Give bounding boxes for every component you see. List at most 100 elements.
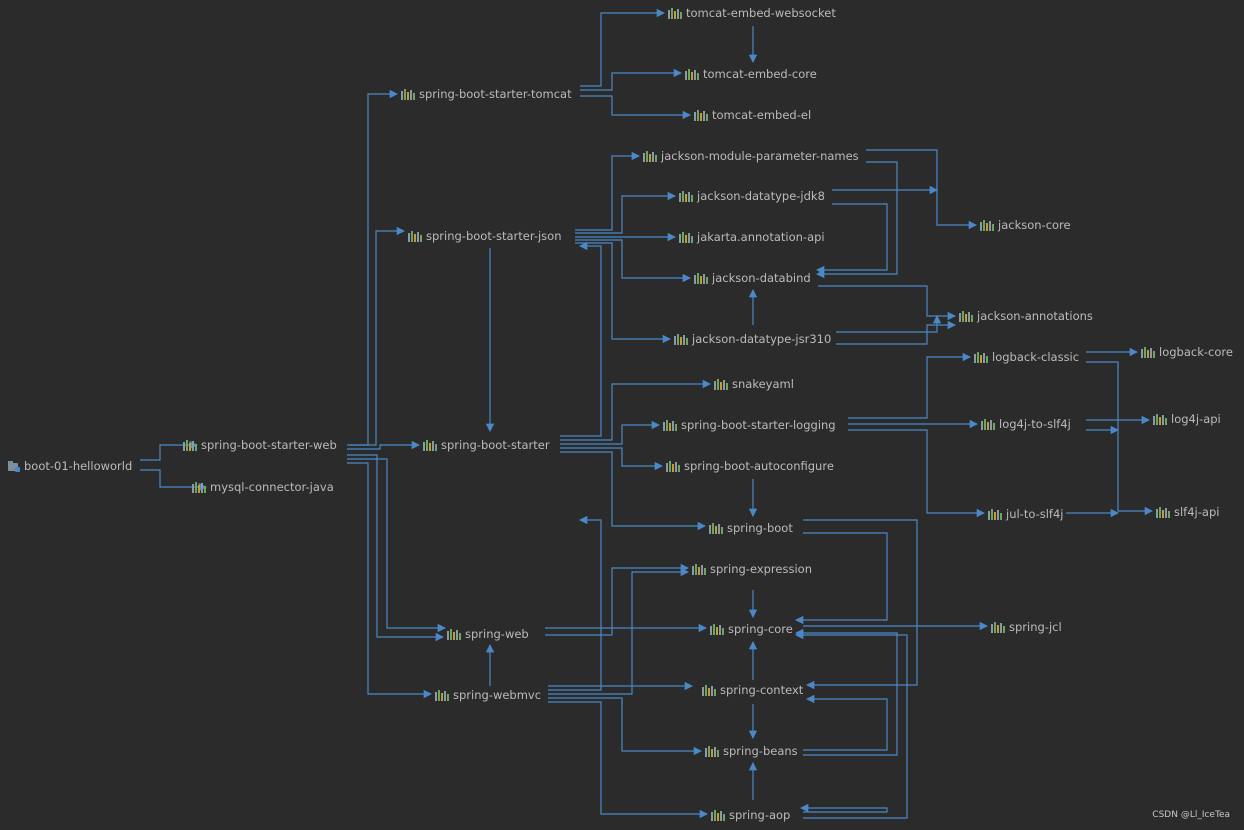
node-log4j-api[interactable]: log4j-api bbox=[1153, 412, 1221, 426]
jar-icon bbox=[447, 628, 461, 640]
jar-icon bbox=[702, 684, 716, 696]
node-label: spring-beans bbox=[723, 744, 798, 758]
node-spring-aop[interactable]: spring-aop bbox=[711, 808, 790, 822]
jar-icon bbox=[980, 219, 994, 231]
node-label: jakarta.annotation-api bbox=[697, 230, 825, 244]
watermark: CSDN @Ll_IceTea bbox=[1152, 810, 1230, 820]
node-label: jackson-module-parameter-names bbox=[661, 149, 859, 163]
node-label: logback-classic bbox=[992, 350, 1080, 364]
node-spring-core[interactable]: spring-core bbox=[710, 622, 793, 636]
jar-icon bbox=[685, 68, 699, 80]
jar-icon bbox=[709, 522, 723, 534]
jar-icon bbox=[643, 150, 657, 162]
node-label: slf4j-api bbox=[1174, 505, 1220, 519]
dependency-edge bbox=[818, 285, 957, 321]
node-logback-classic[interactable]: logback-classic bbox=[974, 350, 1079, 364]
dependency-edge bbox=[575, 191, 677, 234]
dependency-edge bbox=[836, 314, 942, 333]
dependency-edge bbox=[580, 68, 683, 91]
node-tomcat-embed-websocket[interactable]: tomcat-embed-websocket bbox=[668, 6, 836, 20]
node-label: spring-boot-starter-json bbox=[426, 229, 562, 243]
node-spring-boot-autoconfigure[interactable]: spring-boot-autoconfigure bbox=[666, 459, 834, 473]
node-jackson-annotations[interactable]: jackson-annotations bbox=[959, 309, 1093, 323]
node-logback-core[interactable]: logback-core bbox=[1141, 345, 1233, 359]
root-module[interactable]: boot-01-helloworld bbox=[8, 459, 132, 473]
node-spring-web[interactable]: spring-web bbox=[447, 627, 529, 641]
node-label: snakeyaml bbox=[732, 377, 794, 391]
jar-icon bbox=[959, 310, 973, 322]
node-spring-boot-starter-logging[interactable]: spring-boot-starter-logging bbox=[663, 418, 836, 432]
jar-icon bbox=[679, 190, 693, 202]
jar-icon bbox=[1156, 506, 1170, 518]
node-spring-boot-starter[interactable]: spring-boot-starter bbox=[423, 438, 550, 452]
jar-icon bbox=[988, 508, 1002, 520]
node-label: boot-01-helloworld bbox=[24, 459, 133, 473]
node-jackson-datatype-jsr310[interactable]: jackson-datatype-jsr310 bbox=[674, 332, 831, 346]
node-jackson-core[interactable]: jackson-core bbox=[980, 218, 1071, 232]
dependency-edge bbox=[815, 203, 888, 275]
jar-icon bbox=[679, 231, 693, 243]
jar-icon bbox=[435, 689, 449, 701]
dependency-edge bbox=[575, 151, 641, 231]
jar-icon bbox=[183, 439, 197, 451]
node-label: tomcat-embed-core bbox=[703, 67, 817, 81]
node-jackson-databind[interactable]: jackson-databind bbox=[694, 271, 811, 285]
jar-icon bbox=[423, 439, 437, 451]
jar-icon bbox=[401, 88, 415, 100]
dependency-edge bbox=[560, 241, 602, 437]
dependency-edge bbox=[140, 440, 199, 461]
node-tomcat-embed-el[interactable]: tomcat-embed-el bbox=[694, 108, 811, 122]
jar-icon bbox=[991, 621, 1005, 633]
node-snakeyaml[interactable]: snakeyaml bbox=[714, 377, 794, 391]
node-spring-webmvc[interactable]: spring-webmvc bbox=[435, 688, 541, 702]
jar-icon bbox=[981, 418, 995, 430]
node-spring-boot-starter-tomcat[interactable]: spring-boot-starter-tomcat bbox=[401, 87, 572, 101]
jar-icon bbox=[694, 109, 708, 121]
dependency-edge bbox=[347, 440, 421, 450]
node-jackson-module-parameter-names[interactable]: jackson-module-parameter-names bbox=[643, 149, 859, 163]
dependency-edge bbox=[815, 161, 898, 279]
node-label: spring-web bbox=[465, 627, 529, 641]
dependency-edge bbox=[560, 451, 707, 531]
node-label: mysql-connector-java bbox=[210, 480, 334, 494]
dependency-edge bbox=[548, 515, 602, 691]
jar-icon bbox=[705, 745, 719, 757]
jar-icon bbox=[1153, 413, 1167, 425]
node-label: tomcat-embed-websocket bbox=[686, 6, 836, 20]
node-spring-expression[interactable]: spring-expression bbox=[692, 562, 812, 576]
node-tomcat-embed-core[interactable]: tomcat-embed-core bbox=[685, 67, 817, 81]
dependency-edge bbox=[794, 532, 888, 625]
node-label: spring-boot-starter-web bbox=[201, 438, 337, 452]
node-spring-beans[interactable]: spring-beans bbox=[705, 744, 798, 758]
node-spring-boot-starter-web[interactable]: spring-boot-starter-web bbox=[183, 438, 337, 452]
jar-icon bbox=[674, 333, 688, 345]
dependency-edge bbox=[140, 469, 208, 492]
dependency-edge bbox=[575, 242, 672, 344]
node-spring-context[interactable]: spring-context bbox=[702, 683, 803, 697]
node-label: spring-boot-autoconfigure bbox=[684, 459, 834, 473]
dependency-edge bbox=[560, 447, 664, 471]
node-label: jackson-databind bbox=[712, 271, 811, 285]
dependency-edge bbox=[848, 429, 986, 518]
jar-icon bbox=[192, 481, 206, 493]
dependency-edge bbox=[575, 239, 692, 283]
dependency-edge bbox=[545, 563, 690, 636]
dependency-edge bbox=[347, 462, 433, 699]
jar-icon bbox=[666, 460, 680, 472]
node-jakarta-annotation-api[interactable]: jakarta.annotation-api bbox=[679, 230, 825, 244]
node-label: jackson-core bbox=[998, 218, 1071, 232]
node-spring-jcl[interactable]: spring-jcl bbox=[991, 620, 1062, 634]
node-jackson-datatype-jdk8[interactable]: jackson-datatype-jdk8 bbox=[679, 189, 825, 203]
dependency-edge bbox=[866, 149, 978, 230]
node-spring-boot-starter-json[interactable]: spring-boot-starter-json bbox=[408, 229, 562, 243]
dependency-edge bbox=[580, 8, 666, 87]
jar-icon bbox=[668, 7, 682, 19]
node-mysql-connector-java[interactable]: mysql-connector-java bbox=[192, 480, 334, 494]
jar-icon bbox=[663, 419, 677, 431]
node-slf4j-api[interactable]: slf4j-api bbox=[1156, 505, 1219, 519]
node-jul-to-slf4j[interactable]: jul-to-slf4j bbox=[988, 507, 1063, 521]
node-spring-boot[interactable]: spring-boot bbox=[709, 521, 793, 535]
jar-icon bbox=[408, 230, 422, 242]
node-log4j-to-slf4j[interactable]: log4j-to-slf4j bbox=[981, 417, 1071, 431]
node-label: log4j-api bbox=[1171, 412, 1221, 426]
